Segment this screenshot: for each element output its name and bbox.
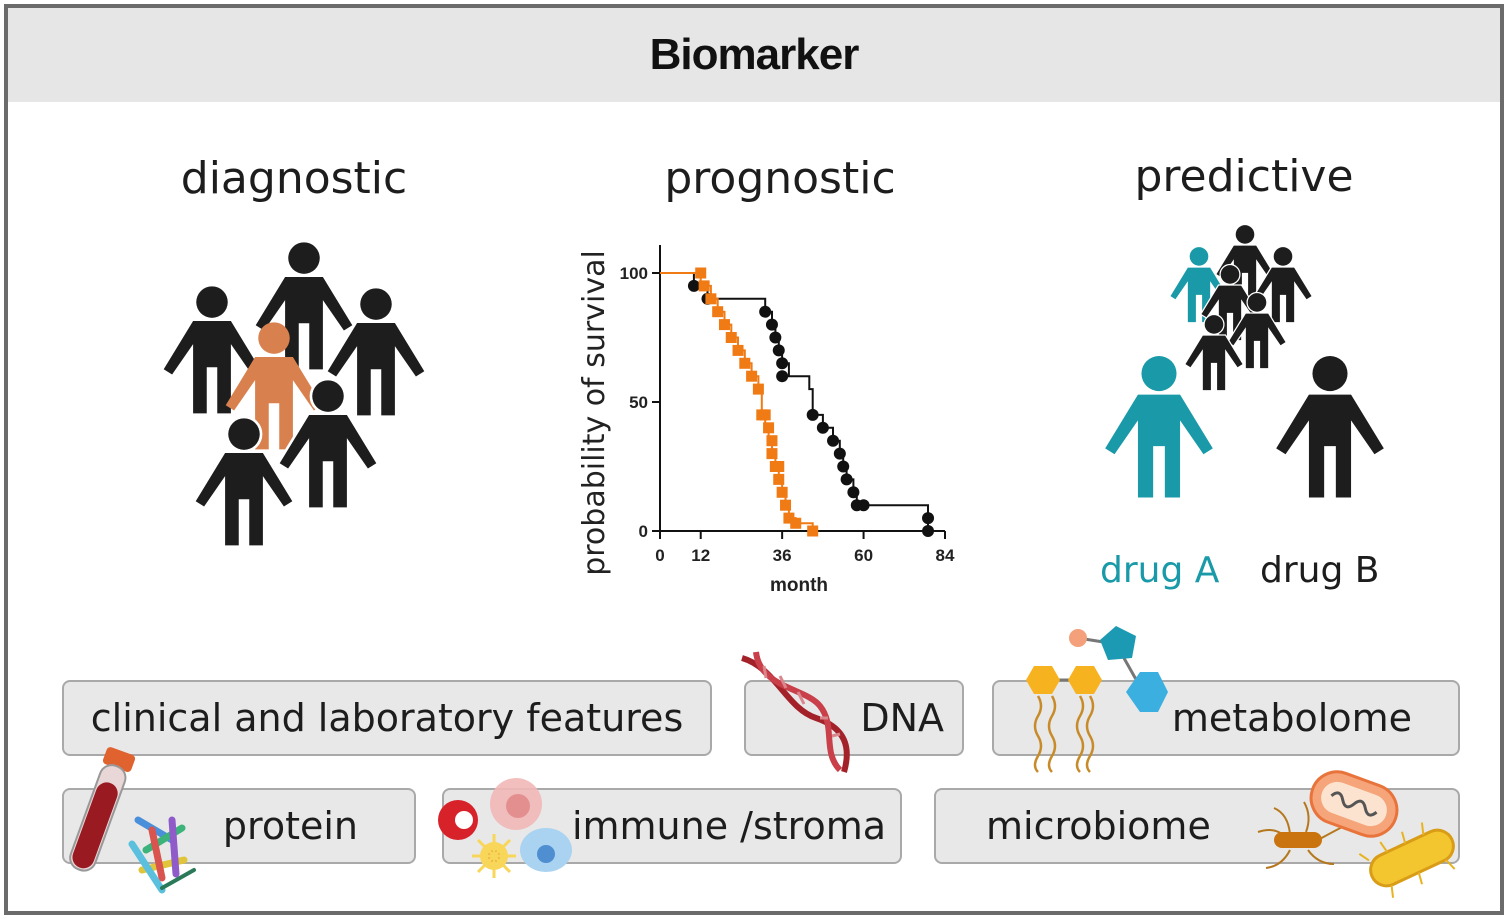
protein-label: protein: [222, 804, 358, 848]
series-point-0: [840, 473, 853, 486]
clinical-features-box: clinical and laboratory features: [62, 680, 712, 756]
highlight-person: [225, 322, 323, 450]
series-point-1: [766, 435, 778, 447]
series-point-0: [837, 460, 850, 473]
series-point-0: [776, 370, 789, 383]
series-point-1: [712, 306, 724, 318]
header-bar: Biomarker: [8, 8, 1500, 102]
clinical-features-label: clinical and laboratory features: [90, 696, 684, 740]
microbiome-label: microbiome: [986, 804, 1211, 848]
series-point-0: [922, 512, 935, 525]
series-point-1: [807, 525, 819, 537]
x-tick-label: 12: [691, 546, 710, 565]
series-point-1: [739, 357, 751, 369]
metabolome-box: metabolome: [992, 680, 1460, 756]
x-tick-label: 36: [773, 546, 792, 565]
biomarker-panel: Biomarker diagnostic prognostic predicti…: [4, 4, 1504, 915]
series-point-0: [922, 525, 935, 537]
series-point-1: [698, 280, 710, 292]
drug-b-label: drug B: [1260, 550, 1380, 591]
series-point-1: [705, 293, 717, 305]
microbiome-box: microbiome: [934, 788, 1460, 864]
series-point-0: [759, 305, 772, 318]
y-tick-label: 100: [620, 264, 648, 283]
series-point-0: [776, 357, 789, 370]
x-axis-label: month: [770, 575, 828, 596]
diagnostic-title: diagnostic: [180, 153, 408, 204]
series-point-0: [772, 344, 785, 357]
series-line-0: [660, 272, 929, 531]
series-point-1: [752, 383, 764, 395]
page-title: Biomarker: [649, 30, 860, 79]
series-point-0: [806, 408, 819, 421]
series-point-1: [763, 422, 775, 434]
series-point-1: [776, 486, 788, 498]
y-tick-label: 50: [629, 393, 648, 412]
drug-a-label: drug A: [1100, 550, 1220, 591]
predictive-title: predictive: [1134, 151, 1354, 202]
series-point-1: [766, 448, 778, 460]
x-tick-label: 84: [936, 546, 955, 565]
prognostic-title: prognostic: [664, 153, 896, 204]
series-point-0: [857, 499, 870, 512]
series-point-0: [687, 279, 700, 292]
series-point-1: [773, 461, 785, 472]
dna-box: DNA: [744, 680, 964, 756]
protein-box: protein: [62, 788, 416, 864]
dna-label: DNA: [860, 696, 944, 740]
series-line-1: [660, 272, 814, 531]
y-axis-label: probability of survival: [577, 250, 612, 576]
series-point-0: [816, 421, 829, 434]
series-point-1: [780, 499, 792, 511]
x-tick-label: 0: [655, 546, 664, 565]
series-point-1: [746, 370, 758, 382]
metabolome-label: metabolome: [1171, 696, 1412, 740]
series-point-1: [773, 473, 785, 485]
series-point-0: [827, 434, 840, 447]
series-point-1: [790, 517, 802, 529]
series-point-1: [732, 344, 744, 356]
drug-a-person-icon: [1105, 355, 1213, 498]
x-tick-label: 60: [854, 546, 873, 565]
series-point-0: [833, 447, 846, 460]
immune-stroma-box: immune /stroma: [442, 788, 902, 864]
series-point-0: [765, 318, 778, 331]
drug-b-person-icon: [1276, 355, 1384, 498]
series-point-1: [718, 319, 730, 331]
immune-stroma-label: immune /stroma: [571, 804, 886, 848]
series-point-1: [783, 512, 795, 524]
series-point-1: [695, 267, 707, 279]
series-point-1: [759, 409, 771, 421]
series-point-0: [847, 486, 860, 499]
y-tick-label: 0: [639, 522, 648, 541]
series-point-1: [725, 332, 737, 343]
series-point-0: [769, 331, 782, 344]
